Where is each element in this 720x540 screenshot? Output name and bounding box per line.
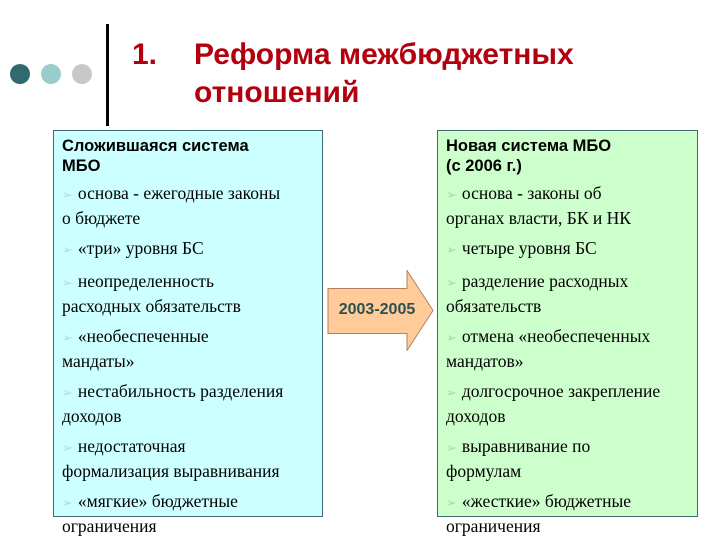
item-text-cont: формулам bbox=[446, 461, 522, 481]
new-system-heading: Новая система МБО (с 2006 г.) bbox=[446, 136, 691, 176]
list-item: ➢ четыре уровня БС bbox=[446, 237, 691, 262]
list-item: ➢ разделение расходных обязательств bbox=[446, 270, 691, 317]
arrow-bullet-icon: ➢ bbox=[446, 496, 457, 511]
decor-dot-dark bbox=[10, 64, 30, 84]
item-text: недостаточная bbox=[77, 436, 186, 456]
item-text: основа - ежегодные законы bbox=[77, 183, 281, 203]
arrow-bullet-icon: ➢ bbox=[446, 243, 457, 258]
item-text: «мягкие» бюджетные bbox=[77, 491, 238, 511]
item-text: долгосрочное закрепление bbox=[461, 381, 661, 401]
title-line-1: Реформа межбюджетных bbox=[194, 38, 574, 71]
list-item: ➢ отмена «необеспеченных мандатов» bbox=[446, 325, 691, 372]
item-text-cont: мандатов» bbox=[446, 351, 524, 371]
item-text-cont: расходных обязательств bbox=[62, 296, 241, 316]
list-item: ➢ «мягкие» бюджетные ограничения bbox=[62, 490, 316, 537]
list-item: ➢ неопределенность расходных обязательств bbox=[62, 270, 316, 317]
list-item: ➢ недостаточная формализация выравнивания bbox=[62, 435, 316, 482]
decor-dot-gray bbox=[72, 64, 92, 84]
list-item: ➢ основа - законы об органах власти, БК и… bbox=[446, 182, 691, 229]
arrow-bullet-icon: ➢ bbox=[446, 386, 457, 401]
heading-line-1: Сложившаяся система bbox=[62, 137, 249, 155]
decor-dot-light-teal bbox=[41, 64, 61, 84]
list-item: ➢ «три» уровня БС bbox=[62, 237, 316, 262]
right-arrow-icon bbox=[327, 270, 434, 351]
item-text: «необеспеченные bbox=[77, 326, 209, 346]
list-item: ➢ долгосрочное закрепление доходов bbox=[446, 380, 691, 427]
arrow-bullet-icon: ➢ bbox=[446, 188, 457, 203]
item-text-cont: органах власти, БК и НК bbox=[446, 208, 631, 228]
arrow-bullet-icon: ➢ bbox=[62, 496, 73, 511]
item-text-cont: мандаты» bbox=[62, 351, 135, 371]
item-text: неопределенность bbox=[77, 271, 214, 291]
period-label: 2003-2005 bbox=[338, 301, 416, 318]
arrow-bullet-icon: ➢ bbox=[62, 331, 73, 346]
title-divider bbox=[106, 24, 109, 126]
item-text-cont: формализация выравнивания bbox=[62, 461, 280, 481]
item-text: четыре уровня БС bbox=[461, 238, 597, 258]
item-text: отмена «необеспеченных bbox=[461, 326, 651, 346]
list-item: ➢ нестабильность разделения доходов bbox=[62, 380, 316, 427]
list-item: ➢ «жесткие» бюджетные ограничения bbox=[446, 490, 691, 537]
arrow-bullet-icon: ➢ bbox=[446, 276, 457, 291]
arrow-bullet-icon: ➢ bbox=[62, 441, 73, 456]
item-text-cont: доходов bbox=[446, 406, 506, 426]
arrow-bullet-icon: ➢ bbox=[62, 386, 73, 401]
arrow-bullet-icon: ➢ bbox=[446, 331, 457, 346]
arrow-bullet-icon: ➢ bbox=[62, 276, 73, 291]
title-line-2: отношений bbox=[194, 76, 360, 109]
old-system-heading: Сложившаяся система МБО bbox=[62, 136, 316, 176]
item-text: «жесткие» бюджетные bbox=[461, 491, 632, 511]
list-item: ➢ выравнивание по формулам bbox=[446, 435, 691, 482]
heading-line-1: Новая система МБО bbox=[446, 137, 612, 155]
heading-line-2: (с 2006 г.) bbox=[446, 157, 522, 175]
title-number: 1. bbox=[132, 38, 158, 71]
list-item: ➢ основа - ежегодные законы о бюджете bbox=[62, 182, 316, 229]
arrow-bullet-icon: ➢ bbox=[446, 441, 457, 456]
item-text-cont: о бюджете bbox=[62, 208, 141, 228]
arrow-bullet-icon: ➢ bbox=[62, 243, 73, 258]
list-item: ➢ «необеспеченные мандаты» bbox=[62, 325, 316, 372]
item-text: выравнивание по bbox=[461, 436, 591, 456]
item-text: разделение расходных bbox=[461, 271, 629, 291]
item-text-cont: ограничения bbox=[446, 516, 541, 536]
arrow-bullet-icon: ➢ bbox=[62, 188, 73, 203]
slide-title: 1. Реформа межбюджетных отношений bbox=[132, 36, 574, 112]
heading-line-2: МБО bbox=[62, 157, 101, 175]
item-text: «три» уровня БС bbox=[77, 238, 204, 258]
item-text-cont: доходов bbox=[62, 406, 122, 426]
item-text-cont: ограничения bbox=[62, 516, 157, 536]
item-text-cont: обязательств bbox=[446, 296, 542, 316]
item-text: основа - законы об bbox=[461, 183, 602, 203]
old-system-box: Сложившаяся система МБО ➢ основа - ежегод… bbox=[53, 130, 323, 536]
item-text: нестабильность разделения bbox=[77, 381, 284, 401]
new-system-box: Новая система МБО (с 2006 г.) ➢ основа - … bbox=[437, 130, 698, 536]
